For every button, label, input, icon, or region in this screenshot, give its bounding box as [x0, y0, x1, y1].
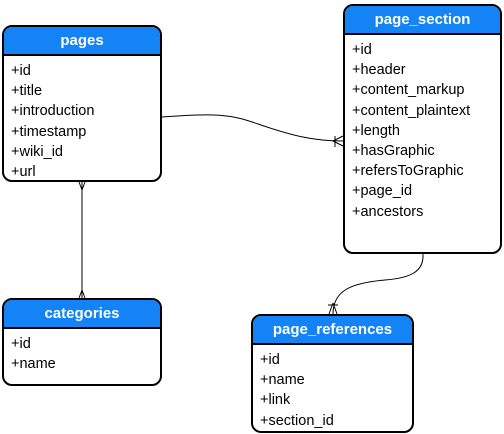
attribute-has-graphic: +hasGraphic: [352, 143, 435, 160]
attribute-link: +link: [260, 392, 291, 409]
entity-page-section-attributes: +id +header +content_markup +content_pla…: [345, 35, 500, 222]
attribute-wiki-id: +wiki_id: [11, 143, 63, 160]
attribute-id: +id: [352, 42, 372, 58]
attribute-id: +id: [11, 336, 31, 352]
attribute-timestamp: +timestamp: [11, 123, 87, 140]
entity-categories-title: categories: [4, 300, 160, 329]
entity-pages-title: pages: [4, 27, 160, 56]
connector-pages-categories: [78, 181, 86, 299]
attribute-content-markup: +content_markup: [352, 82, 465, 99]
entity-page-references[interactable]: page_references +id +name +link +section…: [251, 314, 414, 433]
entity-categories[interactable]: categories +id +name: [2, 298, 162, 386]
connector-pages-page-section: [161, 114, 344, 147]
attribute-title: +title: [11, 83, 43, 100]
attribute-refers-to-graphic: +refersToGraphic: [352, 163, 464, 180]
attribute-introduction: +introduction: [11, 103, 95, 120]
attribute-ancestors: +ancestors: [352, 203, 424, 220]
attribute-id: +id: [260, 352, 280, 368]
attribute-name: +name: [260, 372, 305, 389]
connector-page-section-page-references: [328, 253, 424, 315]
attribute-id: +id: [11, 63, 31, 79]
entity-pages[interactable]: pages +id +title +introduction +timestam…: [2, 25, 162, 182]
attribute-url: +url: [11, 164, 36, 181]
attribute-length: +length: [352, 122, 400, 139]
entity-categories-attributes: +id +name: [4, 329, 160, 374]
attribute-section-id: +section_id: [260, 412, 334, 429]
entity-page-section[interactable]: page_section +id +header +content_markup…: [343, 4, 502, 254]
entity-pages-attributes: +id +title +introduction +timestamp +wik…: [4, 56, 160, 181]
attribute-content-plaintext: +content_plaintext: [352, 102, 471, 119]
entity-page-references-title: page_references: [253, 316, 412, 345]
entity-page-section-title: page_section: [345, 6, 500, 35]
entity-page-references-attributes: +id +name +link +section_id: [253, 345, 412, 431]
attribute-header: +header: [352, 62, 406, 79]
attribute-name: +name: [11, 356, 56, 373]
attribute-page-id: +page_id: [352, 183, 413, 200]
